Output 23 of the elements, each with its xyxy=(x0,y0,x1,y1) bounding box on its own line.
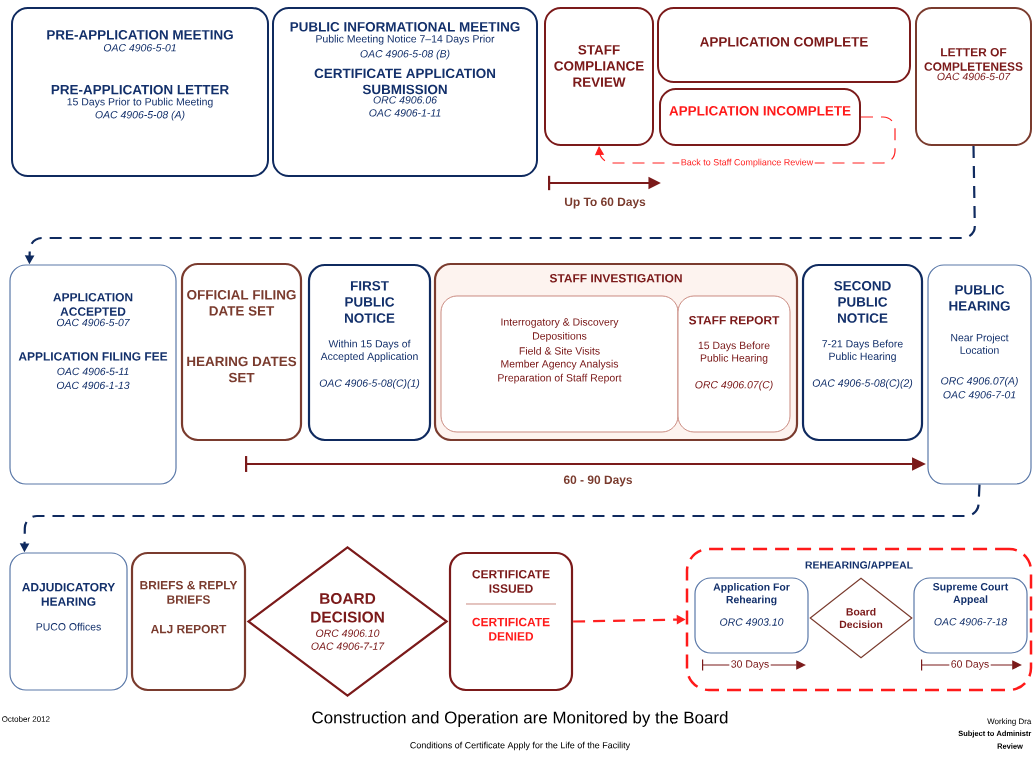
process-box: Interrogatory & Discovery Depositions Field & Site Visits Member Agency Analysis Preparation of Staff Report xyxy=(440,295,679,433)
caption: Conditions of Certificate Apply for the Life of the Facility xyxy=(410,741,631,751)
title: Construction and Operation are Monitored by the Board xyxy=(312,711,728,727)
process-box: APPLICATION COMPLETE xyxy=(657,7,911,83)
process-box: ADJUDICATORY HEARING PUCO Offices xyxy=(9,552,128,691)
process-box: SECOND PUBLIC NOTICE 7-21 Days Before Public Hearing OAC 4906-5-08(C)(2) xyxy=(801,263,924,442)
edge-label: Back to Staff Compliance Review xyxy=(681,158,814,168)
process-box: LETTER OF COMPLETENESS OAC 4906-5-07 xyxy=(915,7,1032,146)
process-box: OFFICIAL FILING DATE SET HEARING DATES SET xyxy=(180,262,303,442)
process-box: PUBLIC INFORMATIONAL MEETING Public Meeting Notice 7–14 Days Prior OAC 4906-5-08 (B) CERTIFICATE APPLICATION SUBMISSION ORC 4906.06 OAC 4906-1-11 xyxy=(272,7,538,177)
process-box: PUBLIC HEARING Near Project Location ORC 4906.07(A) OAC 4906-7-01 xyxy=(927,264,1032,485)
process-box: CERTIFICATE ISSUED CERTIFICATE DENIED xyxy=(448,551,574,692)
process-box: APPLICATION ACCEPTED OAC 4906-5-07 APPLICATION FILING FEE OAC 4906-5-11 OAC 4906-1-13 xyxy=(9,264,177,485)
process-box: APPLICATION INCOMPLETE xyxy=(659,88,861,146)
process-box: Application For Rehearing ORC 4903.10 xyxy=(694,577,809,654)
duration-label: 60 - 90 Days xyxy=(563,475,633,487)
process-box: FIRST PUBLIC NOTICE Within 15 Days of Accepted Application OAC 4906-5-08(C)(1) xyxy=(307,263,432,442)
process-box: Supreme Court Appeal OAC 4906-7-18 xyxy=(913,577,1028,654)
process-box: BRIEFS & REPLY BRIEFS ALJ REPORT xyxy=(130,551,247,692)
process-box: STAFF REPORT 15 Days Before Public Hearing ORC 4906.07(C) xyxy=(677,295,791,433)
duration-label: Up To 60 Days xyxy=(565,197,646,209)
process-box: STAFF COMPLIANCE REVIEW xyxy=(544,7,654,146)
process-box: PRE-APPLICATION MEETING OAC 4906-5-01 PRE-APPLICATION LETTER 15 Days Prior to Public Meeting OAC 4906-5-08 (A) xyxy=(11,7,269,177)
